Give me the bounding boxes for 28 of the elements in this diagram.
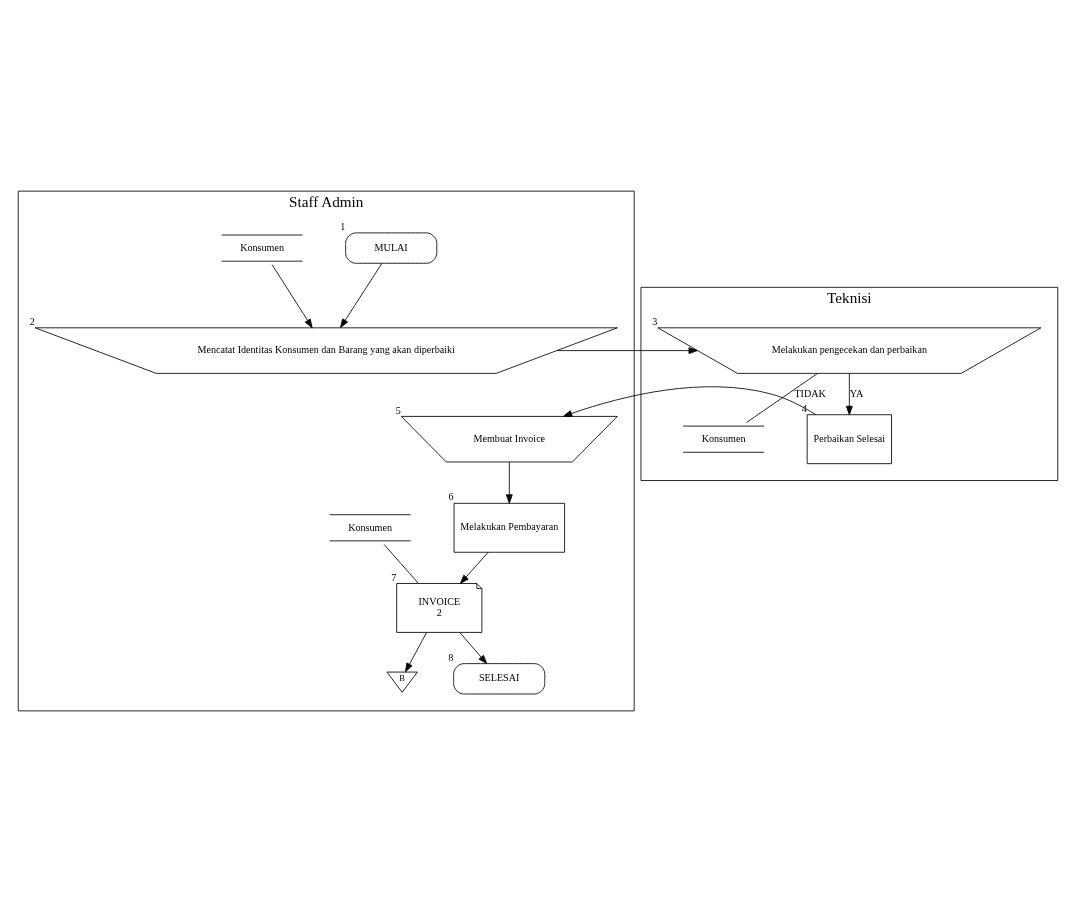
arrow	[505, 461, 513, 504]
node-label: 4	[801, 402, 807, 414]
arrow	[459, 631, 488, 664]
node-text: Konsumen	[348, 521, 392, 533]
edge-label: YA	[849, 387, 864, 399]
arrow	[845, 372, 853, 415]
node-label: 2	[29, 315, 35, 327]
node-box: MULAI	[345, 231, 438, 264]
node-label: 6	[448, 490, 454, 502]
node-label: 1	[340, 220, 346, 232]
node-text: Konsumen	[701, 432, 746, 444]
edge-label: TIDAK	[794, 387, 826, 399]
arrow	[271, 263, 313, 328]
connector	[383, 543, 419, 584]
connector	[746, 372, 818, 423]
node-label: 7	[391, 571, 397, 583]
node-label: 5	[395, 404, 401, 416]
node-box: Melakukan Pembayaran	[453, 502, 565, 553]
arrow	[460, 551, 489, 584]
node-box: Perbaikan Selesai	[806, 413, 892, 464]
node-label: 3	[652, 315, 658, 327]
arrow	[562, 385, 817, 417]
node-label: 8	[448, 651, 454, 663]
arrow	[556, 346, 698, 354]
node-box: SELESAI	[453, 662, 546, 694]
arrow	[405, 631, 427, 672]
node-text: Konsumen	[240, 241, 284, 253]
arrow	[340, 262, 383, 328]
